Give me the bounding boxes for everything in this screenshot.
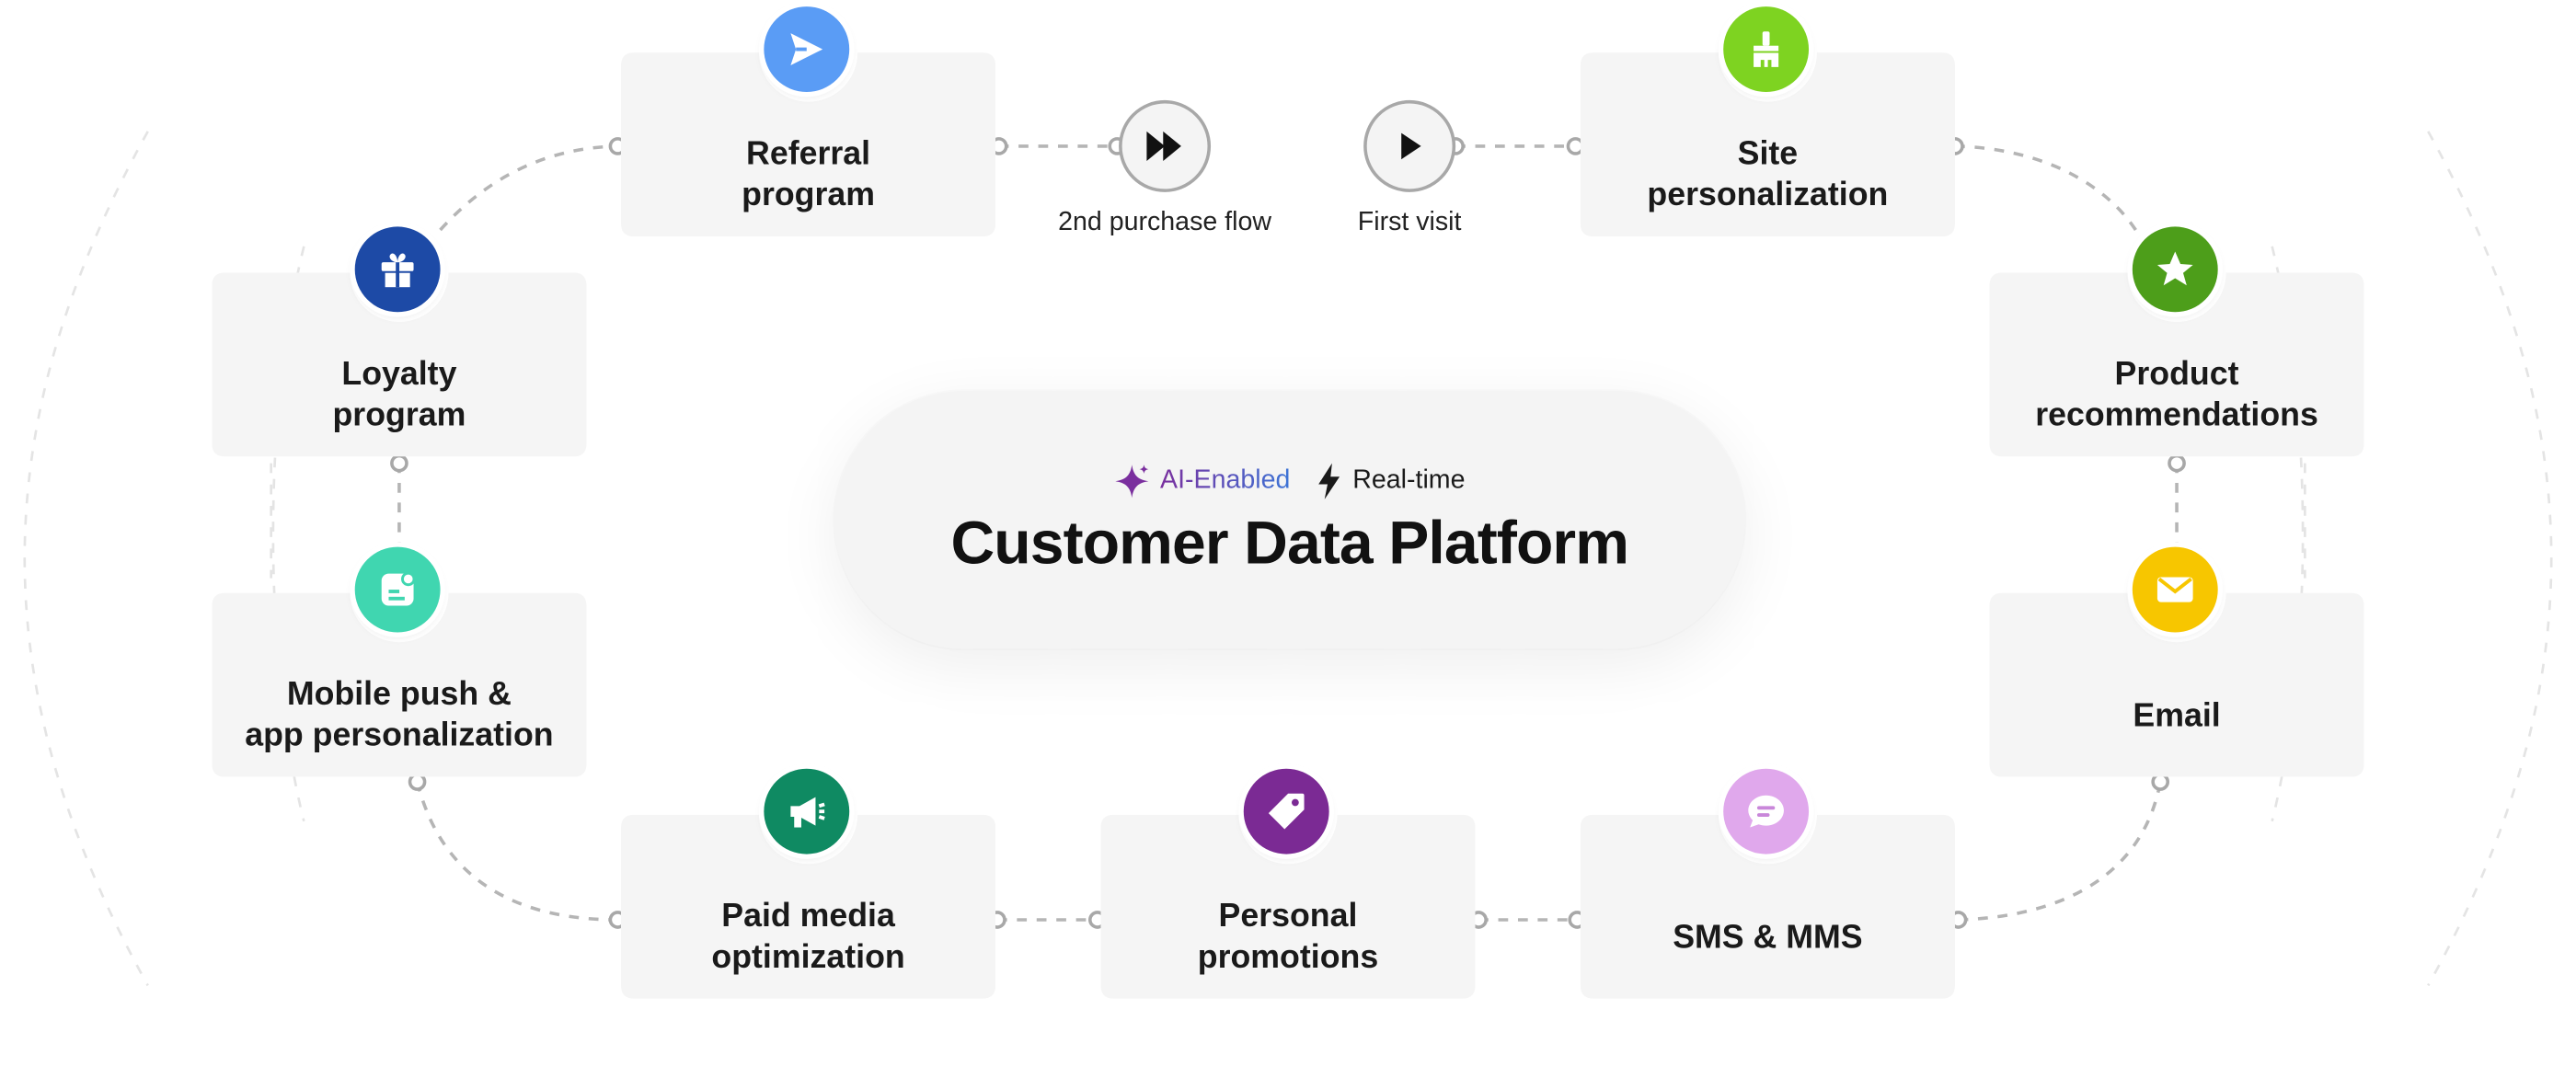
connector-dot xyxy=(2168,453,2186,473)
lightning-icon xyxy=(1318,463,1340,499)
send-icon xyxy=(764,6,850,92)
card-referral-program[interactable]: Referral program xyxy=(620,6,996,237)
card-background xyxy=(212,272,587,457)
megaphone-icon xyxy=(764,768,850,854)
card-label: Referral program xyxy=(742,136,875,214)
card-label: SMS & MMS xyxy=(1673,919,1863,956)
card-mobile-push[interactable]: Mobile push & app personalization xyxy=(212,546,587,777)
outer-ring-right xyxy=(2427,131,2553,987)
background-rings xyxy=(23,131,2553,987)
connector-dot xyxy=(390,453,408,473)
card-product-recommendations[interactable]: Product recommendations xyxy=(1989,226,2364,457)
card-background xyxy=(620,52,996,237)
realtime-label: Real-time xyxy=(1352,466,1466,495)
card-background xyxy=(620,814,996,999)
card-email[interactable]: Email xyxy=(1989,546,2364,777)
play-icon xyxy=(1401,132,1421,160)
card-label: Personal promotions xyxy=(1197,898,1379,976)
connectors xyxy=(397,144,2179,922)
sparkle-icon xyxy=(1115,464,1149,499)
card-label: Mobile push & app personalization xyxy=(245,676,554,754)
cdp-tags: AI-Enabled Real-time xyxy=(834,463,1744,499)
outer-ring-left xyxy=(23,131,149,987)
connector-loyalty-referral xyxy=(439,144,618,232)
card-paid-media[interactable]: Paid media optimization xyxy=(620,768,996,999)
cdp-panel: AI-Enabled Real-time Customer Data Platf… xyxy=(834,390,1745,649)
card-background xyxy=(1580,52,1955,237)
fast-forward-icon xyxy=(1146,131,1181,161)
card-label: Loyalty program xyxy=(332,356,466,434)
card-background xyxy=(1989,272,2364,457)
connector-mobile-paid xyxy=(415,781,618,922)
mobile-icon xyxy=(354,546,441,633)
connector-sms-email xyxy=(1958,781,2162,922)
connector-site-product xyxy=(1954,144,2137,231)
brush-icon xyxy=(1723,6,1810,92)
card-background xyxy=(1580,814,1955,999)
chat-icon xyxy=(1723,768,1810,854)
star-icon xyxy=(2132,226,2218,313)
card-label: Product recommendations xyxy=(2035,356,2318,434)
card-background xyxy=(212,592,587,777)
card-sms-mms[interactable]: SMS & MMS xyxy=(1580,768,1955,999)
realtime-tag: Real-time xyxy=(1317,463,1466,499)
second-purchase-flow-button[interactable] xyxy=(1119,99,1212,192)
card-label: Site personalization xyxy=(1647,136,1889,214)
card-background xyxy=(1989,592,2364,777)
second-purchase-flow-label: 2nd purchase flow xyxy=(1058,208,1271,237)
ai-enabled-tag: AI-Enabled xyxy=(1114,464,1290,499)
card-loyalty-program[interactable]: Loyalty program xyxy=(212,226,587,457)
first-visit-label: First visit xyxy=(1357,208,1462,237)
card-background xyxy=(1100,814,1476,999)
card-site-personalization[interactable]: Site personalization xyxy=(1580,6,1955,237)
card-personal-promotions[interactable]: Personal promotions xyxy=(1100,768,1476,999)
ai-enabled-label: AI-Enabled xyxy=(1160,466,1291,495)
gift-icon xyxy=(354,226,441,313)
tag-icon xyxy=(1243,768,1329,854)
mail-icon xyxy=(2132,546,2218,633)
card-label: Paid media optimization xyxy=(711,898,905,976)
first-visit-button[interactable] xyxy=(1363,99,1456,192)
card-label: Email xyxy=(2133,697,2221,734)
cdp-title: Customer Data Platform xyxy=(950,509,1629,577)
